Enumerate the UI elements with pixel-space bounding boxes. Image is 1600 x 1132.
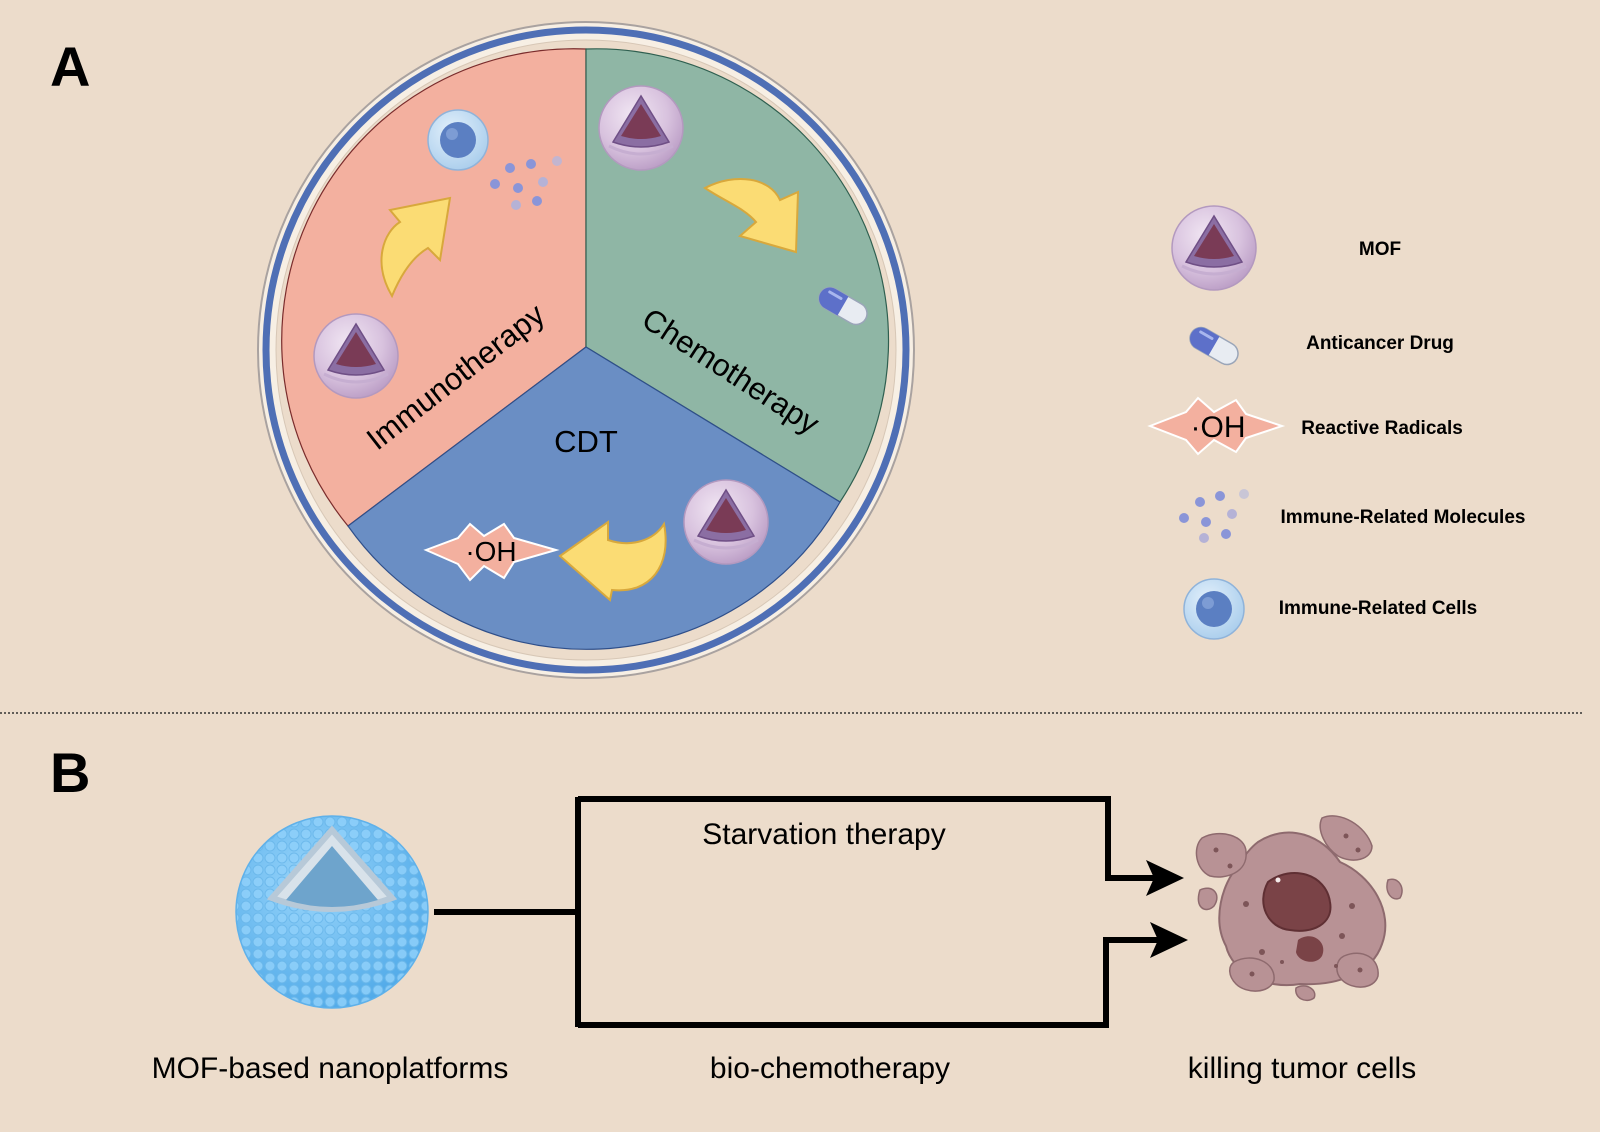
starburst-icon: ·OH [1147,396,1286,456]
mof-icon [682,478,770,566]
therapy-wheel: Immunotherapy Chemotherapy CDT [257,21,915,679]
molecules-icon [1179,489,1249,543]
wheel-blue-ring [262,26,910,674]
sector-label-cdt: CDT [554,424,618,459]
curved-arrow-icon [380,196,452,299]
curved-arrow-icon [703,177,800,254]
immune-cell-icon [1183,578,1245,640]
curved-arrow-icon [558,520,667,602]
immune-molecules-icon [490,156,562,210]
lower-branch-label: bio-chemotherapy [710,1052,950,1085]
mof-icon [597,84,685,172]
arrowhead-lower [1150,922,1188,958]
mof-icon [1170,204,1258,292]
mof-icon [312,312,400,400]
immune-cell-icon [427,109,489,171]
panel-a-label: A [50,35,90,98]
tumor-cell-icon [1195,815,1403,1002]
starburst-icon: ·OH [423,522,560,582]
legend-label-immune-molecules: Immune-Related Molecules [1281,507,1526,528]
source-label: MOF-based nanoplatforms [152,1052,509,1085]
flow-connectors [434,796,1170,1028]
arrowhead-upper [1146,860,1184,896]
capsule-icon [1185,322,1243,370]
legend: MOF Anticancer Drug ·OH Reactive Radical… [1147,204,1526,640]
legend-label-mof: MOF [1359,239,1401,260]
panel-b-label: B [50,741,90,804]
target-label: killing tumor cells [1188,1052,1416,1085]
legend-label-reactive-radicals: Reactive Radicals [1301,418,1463,439]
upper-branch-label: Starvation therapy [702,818,945,851]
legend-label-immune-cells: Immune-Related Cells [1279,598,1478,619]
legend-oh-symbol: ·OH [1191,411,1246,444]
mof-nanoplatform-icon [235,815,429,1009]
oh-label: ·OH [465,536,516,567]
legend-label-anticancer-drug: Anticancer Drug [1306,333,1454,354]
